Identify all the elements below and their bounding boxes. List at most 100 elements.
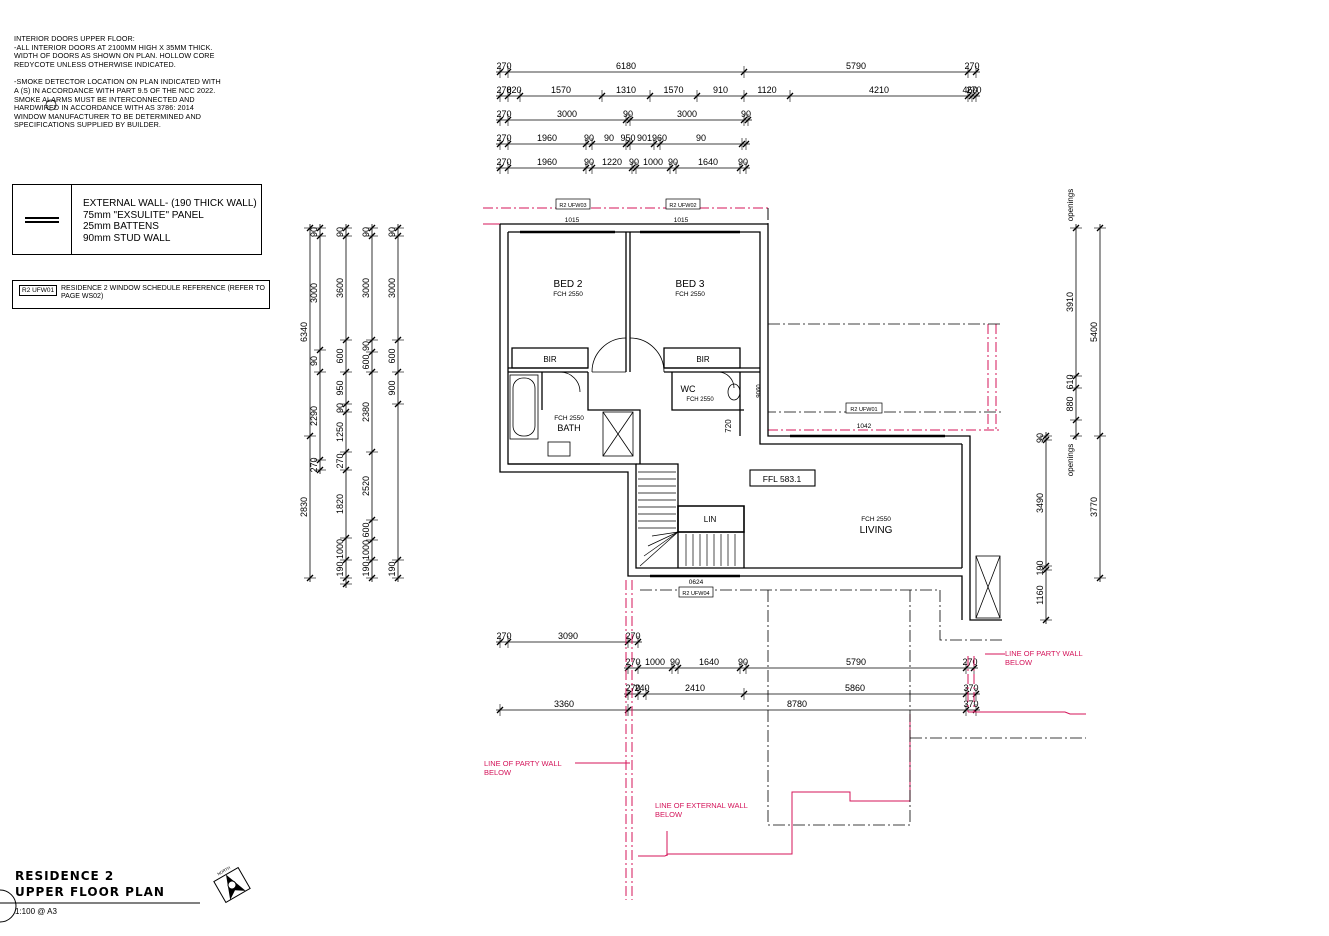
stair-winder <box>647 531 679 547</box>
dim-left-1-label-0: 6340 <box>299 322 309 342</box>
dim-top-2-label-8: 460 <box>962 85 977 95</box>
stair-winder <box>651 531 679 537</box>
doors <box>559 337 735 393</box>
dim-top-4-label-3: 90 <box>604 133 614 143</box>
legend-line-1: EXTERNAL WALL- (190 THICK WALL) <box>83 198 257 209</box>
dim-left-1-label-1: 2830 <box>299 497 309 517</box>
dim-left-5-label-5: 190 <box>387 561 397 576</box>
ffl-tag-box <box>749 469 816 487</box>
dim-top-4-label-1: 1960 <box>537 133 557 143</box>
window-openings <box>520 230 945 578</box>
dim-bottom-1-label-2: 270 <box>625 631 640 641</box>
dim-left-5-label-2: 600 <box>387 348 397 363</box>
dim-bottom-3-label-3: 5860 <box>845 683 865 693</box>
dim-right-2-label-1: 3770 <box>1089 497 1099 517</box>
party-wall-label-right-1: LINE OF PARTY WALL <box>1005 649 1083 658</box>
dim-left-4-label-0: 90 <box>361 227 371 237</box>
dim-left-3-label-5: 1250 <box>335 422 345 442</box>
dim-top-4-label-4: 950 <box>620 133 635 143</box>
dim-top-5-label-5: 1000 <box>643 157 663 167</box>
dim-right-1-label-2: 880 <box>1065 396 1075 411</box>
dim-left-5-label-3: 900 <box>387 380 397 395</box>
dim-left-4-label-2: 90 <box>361 341 371 351</box>
ffl-tag: FFL 583.1 <box>763 474 802 484</box>
dim-left-3-label-2: 600 <box>335 348 345 363</box>
dim-bottom-4-label-0: 3360 <box>554 699 574 709</box>
general-notes: INTERIOR DOORS UPPER FLOOR: -ALL INTERIO… <box>14 34 224 139</box>
dim-top-4-label-6: 1960 <box>647 133 667 143</box>
dim-left-4-label-3: 600 <box>361 354 371 369</box>
dim-top-1-label-3: 270 <box>964 61 979 71</box>
dim-top-5-label-8: 90 <box>738 157 748 167</box>
dim-left-5: 90 3000 600 900 190 <box>387 224 404 582</box>
dim-left-4-label-6: 600 <box>361 522 371 537</box>
room-wc-fch: FCH 2550 <box>686 397 714 403</box>
dim-left-5-label-0: 90 <box>387 227 397 237</box>
dim-top-4-label-5: 90 <box>637 133 647 143</box>
dim-top-5-label-1: 1960 <box>537 157 557 167</box>
party-wall-label-right-2: BELOW <box>1005 658 1033 667</box>
north-label: NORTH <box>216 865 231 876</box>
legend-line-4: 90mm STUD WALL <box>83 232 171 244</box>
window-w01-width: 1042 <box>857 423 872 430</box>
title-circle <box>0 889 17 923</box>
party-wall-label-left-1: LINE OF PARTY WALL <box>484 759 562 768</box>
dim-left-5-label-1: 3000 <box>387 278 397 298</box>
dim-bottom-1-label-0: 270 <box>496 631 511 641</box>
external-wall-label-2: BELOW <box>655 810 683 819</box>
room-labels: BED 2 FCH 2550 BED 3 FCH 2550 BIR BIR WC… <box>543 279 892 536</box>
party-wall-label-left-2: BELOW <box>484 768 512 777</box>
dim-left-2-label-4: 270 <box>309 457 319 472</box>
drawing-title-line1: RESIDENCE 2 <box>15 869 115 883</box>
room-bir-1: BIR <box>543 355 557 364</box>
dim-top-5-label-4: 90 <box>629 157 639 167</box>
dim-top-4-label-7: 90 <box>696 133 706 143</box>
dim-right-2-label-0: 5400 <box>1089 322 1099 342</box>
dim-left-3-label-6: 270 <box>335 453 345 468</box>
dim-top-5-label-0: 270 <box>496 157 511 167</box>
dim-bottom-2-label-0: 270 <box>625 657 640 667</box>
dim-bottom-2-label-6: 270 <box>962 657 977 667</box>
party-wall-labels: LINE OF PARTY WALL BELOW LINE OF PARTY W… <box>484 649 1083 819</box>
dim-left-3-label-4: 90 <box>335 403 345 413</box>
dim-left-2-label-0: 90 <box>309 227 319 237</box>
dim-top-4-label-0: 270 <box>496 133 511 143</box>
north-arrow: NORTH <box>213 865 251 904</box>
dim-right-3-label-0: 90 <box>1035 433 1045 443</box>
room-living-fch: FCH 2550 <box>861 516 891 523</box>
room-bir-2: BIR <box>696 355 710 364</box>
dim-top-3-label-1: 3000 <box>557 109 577 119</box>
window-w03-width: 1015 <box>565 217 580 224</box>
smoke-detector-symbol <box>45 99 57 111</box>
window-ref-text: RESIDENCE 2 WINDOW SCHEDULE REFERENCE (R… <box>61 285 265 301</box>
dim-left-4-label-1: 3000 <box>361 278 371 298</box>
dim-right-3-label-1: 3490 <box>1035 493 1045 513</box>
wall-legend-swatch <box>13 185 72 254</box>
window-tag-w04: R2 UFW04 <box>682 591 709 597</box>
dim-top-5-label-2: 90 <box>584 157 594 167</box>
dim-left-4-label-8: 190 <box>361 561 371 576</box>
room-bed2: BED 2 <box>554 279 583 290</box>
room-lin: LIN <box>704 515 717 524</box>
dim-top-2-label-1: 820 <box>506 85 521 95</box>
window-tag-w03: R2 UFW03 <box>559 203 586 209</box>
dim-720: 720 <box>724 419 733 433</box>
window-ref-tag: R2 UFW01 <box>19 285 58 296</box>
dim-bottom-4-label-2: 370 <box>963 699 978 709</box>
dim-bottom-2-label-2: 90 <box>670 657 680 667</box>
dim-top-2-label-4: 1570 <box>663 85 683 95</box>
dim-bottom-2-label-4: 90 <box>738 657 748 667</box>
dim-left-4-label-7: 1000 <box>361 540 371 560</box>
dim-top-3-label-0: 270 <box>496 109 511 119</box>
room-living: LIVING <box>860 525 893 536</box>
drawing-title-line2: UPPER FLOOR PLAN <box>15 885 165 899</box>
dim-top-1-label-0: 270 <box>496 61 511 71</box>
